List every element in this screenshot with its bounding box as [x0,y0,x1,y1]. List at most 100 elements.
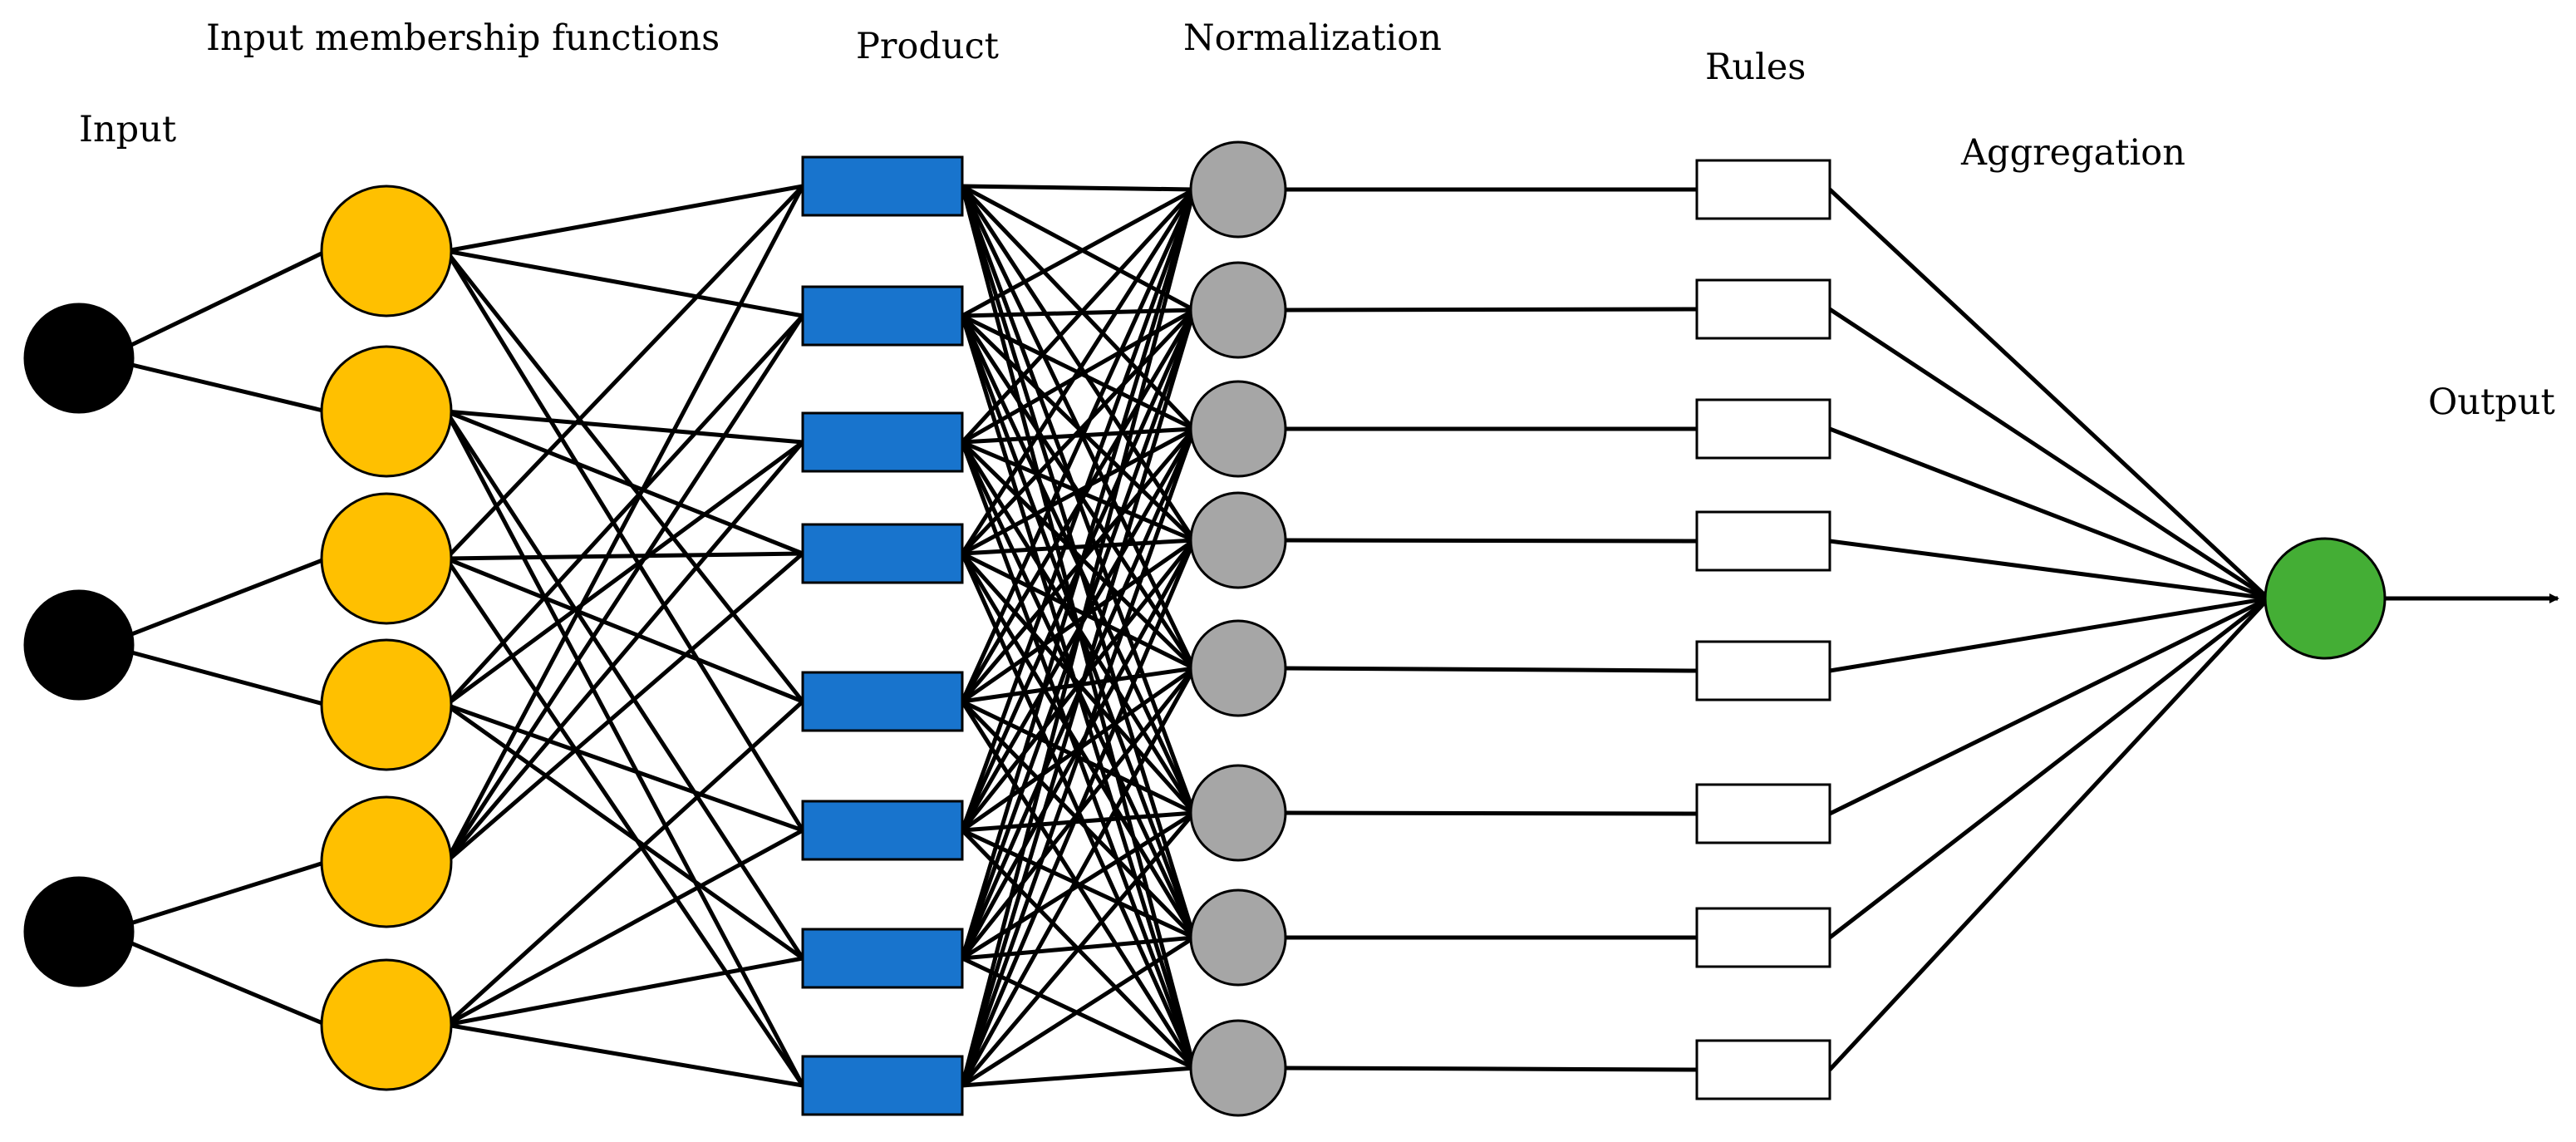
edge-product-to-normalization [961,184,1195,192]
edge-product-to-normalization [961,1066,1195,1088]
edge-mf-to-product [444,410,805,1087]
product-node [801,1055,964,1116]
edge-product-to-normalization [961,935,1196,1088]
label-rules: Rules [1705,47,1806,88]
normalization-node [1189,140,1287,239]
edge-mf-to-product [445,551,804,561]
edge-mf-to-product [444,557,805,1087]
edge-input-to-mf [103,556,327,647]
label-output: Output [2428,381,2555,423]
normalization-node [1189,619,1287,717]
edge-mf-to-product [445,1022,804,1088]
edge-mf-to-product [445,441,804,864]
label-membership-functions: Input membership functions [206,17,720,59]
membership-function-node [320,492,453,625]
edge-mf-to-product [445,185,804,560]
input-node [23,589,135,701]
edge-mf-to-product [445,409,804,556]
rule-node [1695,398,1831,460]
edge-rule-to-output [1828,597,2270,1071]
edge-product-to-normalization [961,426,1195,445]
rule-node [1695,640,1831,701]
edge-mf-to-product [445,440,804,707]
edge-input-to-mf [103,642,327,707]
edge-product-to-normalization [960,189,1197,1086]
edge-product-to-normalization [960,189,1197,831]
edge-rule-to-output [1829,596,2269,673]
edge-product-to-normalization [961,314,1196,542]
edge-mf-to-product [445,249,804,318]
label-aggregation: Aggregation [1960,132,2185,174]
edge-rule-to-output [1829,539,2269,601]
edge-product-to-normalization [960,428,1197,1086]
rule-node [1695,907,1831,968]
edge-product-to-normalization [961,811,1196,1087]
edge-normalization-to-rule [1285,538,1698,544]
edge-mf-to-product [444,314,805,864]
product-node [801,928,964,989]
edge-product-to-normalization [961,184,1196,313]
product-node [801,411,964,473]
input-node [23,876,135,987]
product-node [801,523,964,584]
edge-normalization-to-rule [1285,307,1698,313]
edge-product-to-normalization [961,185,1196,431]
edge-mf-to-product [445,556,804,704]
label-product: Product [856,26,999,67]
edge-product-to-normalization [960,667,1197,1087]
edge-input-to-mf [102,249,328,361]
edge-input-to-mf [103,859,327,934]
product-node [801,155,964,217]
input-node [23,303,135,414]
rule-node [1695,510,1831,572]
label-normalization: Normalization [1183,17,1442,59]
edge-input-to-mf [103,929,327,1027]
output-node [2264,537,2387,660]
normalization-node [1189,764,1287,862]
membership-function-node [320,345,453,478]
membership-function-node [320,185,453,317]
edge-mf-to-product [445,702,804,833]
edge-mf-to-product [445,249,804,703]
edge-mf-to-product [445,552,804,864]
edge-normalization-to-rule [1285,810,1698,816]
edge-product-to-normalization [961,426,1196,556]
connection-lines [102,184,2559,1088]
rule-node [1695,159,1831,220]
edge-product-to-normalization [961,187,1196,318]
layer-labels: Input Input membership functions Product… [79,17,2555,423]
edge-mf-to-product [444,185,805,864]
edge-product-to-normalization [961,551,1196,671]
edge-rule-to-output [1828,596,2270,816]
edge-mf-to-product [445,184,804,254]
edge-product-to-normalization [960,185,1197,542]
edge-product-to-normalization [960,188,1197,555]
edge-rule-to-output [1828,188,2270,600]
membership-function-node [320,795,453,928]
edge-product-to-normalization [961,538,1196,704]
edge-product-to-normalization [961,308,1196,555]
product-node [801,671,964,732]
network-nodes [23,140,2387,1117]
edge-mf-to-product [444,410,805,960]
edge-product-to-normalization [960,539,1197,1086]
edge-mf-to-product [445,828,804,1027]
edge-normalization-to-rule [1285,1066,1698,1072]
edge-product-to-normalization [960,189,1197,959]
normalization-node [1189,1019,1287,1117]
edge-rule-to-output [1828,307,2270,601]
edge-product-to-normalization [961,538,1195,556]
edge-mf-to-product [445,409,804,445]
edge-mf-to-product [445,314,804,706]
membership-function-node [320,958,453,1091]
edge-mf-to-product [445,956,804,1027]
edge-input-to-mf [103,356,327,414]
normalization-node [1189,491,1287,589]
edge-rule-to-output [1829,426,2269,601]
label-input: Input [79,109,176,150]
edge-mf-to-product [444,249,805,832]
membership-function-node [320,638,453,771]
edge-normalization-to-rule [1285,666,1698,673]
edge-product-to-normalization [961,188,1196,444]
